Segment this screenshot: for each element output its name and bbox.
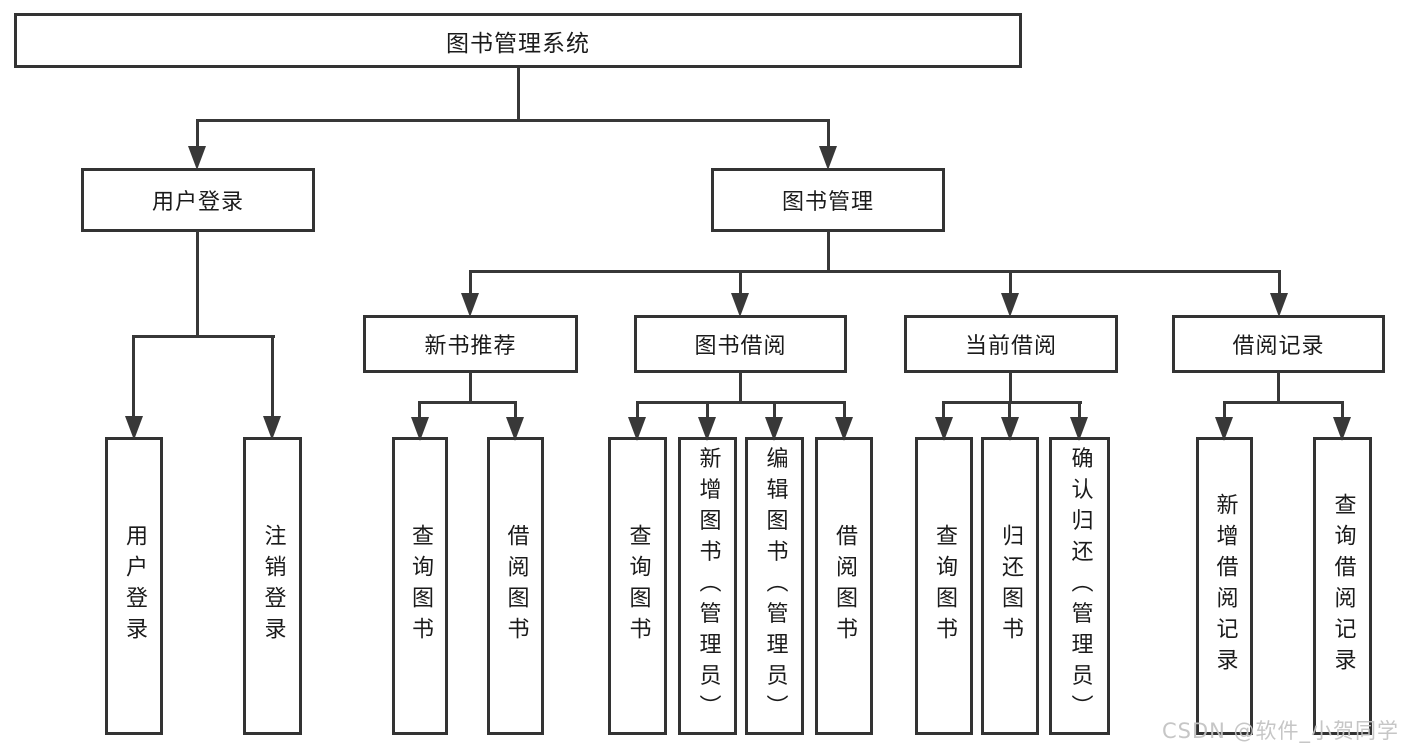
node-book-management: 图书管理 xyxy=(711,168,945,232)
connector-line xyxy=(827,119,830,148)
leaf-query-books-current: 查询图书 xyxy=(915,437,973,735)
leaf-user-login-label: 用户登录 xyxy=(122,524,147,648)
connector-arrowhead xyxy=(731,293,749,317)
leaf-edit-book-admin: 编辑图书（管理员） xyxy=(745,437,804,735)
connector-line xyxy=(132,335,275,338)
connector-line xyxy=(517,68,520,121)
connector-line xyxy=(271,335,274,417)
connector-arrowhead xyxy=(698,417,716,441)
connector-arrowhead xyxy=(188,146,206,170)
leaf-confirm-return-admin: 确认归还（管理员） xyxy=(1049,437,1110,735)
leaf-logout-label: 注销登录 xyxy=(260,524,286,648)
connector-line xyxy=(1278,270,1281,295)
connector-line xyxy=(942,401,945,418)
connector-line xyxy=(636,401,639,418)
node-book-borrow: 图书借阅 xyxy=(634,315,847,373)
connector-arrowhead xyxy=(411,417,429,441)
leaf-add-book-admin-label: 新增图书（管理员） xyxy=(695,446,721,726)
connector-arrowhead xyxy=(125,416,143,440)
leaf-user-login: 用户登录 xyxy=(105,437,163,735)
connector-arrowhead xyxy=(628,417,646,441)
connector-arrowhead xyxy=(1333,417,1351,441)
leaf-query-books-recommend-label: 查询图书 xyxy=(408,524,433,648)
node-library-management-system: 图书管理系统 xyxy=(14,13,1022,68)
leaf-borrow-books-recommend: 借阅图书 xyxy=(487,437,544,735)
connector-line xyxy=(469,270,472,295)
leaf-logout: 注销登录 xyxy=(243,437,302,735)
connector-arrowhead xyxy=(1001,417,1019,441)
leaf-add-borrow-record-label: 新增借阅记录 xyxy=(1212,493,1238,679)
leaf-borrow-books-label: 借阅图书 xyxy=(832,524,857,648)
leaf-return-book-label: 归还图书 xyxy=(998,524,1023,648)
connector-line xyxy=(739,372,742,404)
connector-arrowhead xyxy=(935,417,953,441)
connector-line xyxy=(827,231,830,273)
connector-line xyxy=(196,231,199,337)
connector-line xyxy=(739,270,742,295)
leaf-query-books-current-label: 查询图书 xyxy=(932,524,957,648)
leaf-query-books-borrow-label: 查询图书 xyxy=(625,524,651,648)
connector-line xyxy=(1223,401,1226,418)
leaf-query-borrow-record: 查询借阅记录 xyxy=(1313,437,1372,735)
connector-line xyxy=(773,401,776,418)
csdn-watermark: CSDN @软件_小贺同学 xyxy=(1162,719,1400,743)
connector-line xyxy=(1341,401,1344,418)
connector-arrowhead xyxy=(263,416,281,440)
leaf-borrow-books: 借阅图书 xyxy=(815,437,873,735)
leaf-query-books-recommend: 查询图书 xyxy=(392,437,448,735)
connector-line xyxy=(706,401,709,418)
node-current-borrow: 当前借阅 xyxy=(904,315,1118,373)
leaf-query-books-borrow: 查询图书 xyxy=(608,437,667,735)
connector-line xyxy=(132,335,135,417)
connector-line xyxy=(1078,401,1081,418)
connector-arrowhead xyxy=(461,293,479,317)
connector-line xyxy=(1277,372,1280,404)
connector-line xyxy=(1009,270,1012,295)
connector-line xyxy=(469,270,1281,273)
connector-line xyxy=(196,119,830,122)
connector-arrowhead xyxy=(1215,417,1233,441)
leaf-borrow-books-recommend-label: 借阅图书 xyxy=(503,524,529,648)
connector-arrowhead xyxy=(765,417,783,441)
connector-arrowhead xyxy=(835,417,853,441)
leaf-add-book-admin: 新增图书（管理员） xyxy=(678,437,737,735)
connector-arrowhead xyxy=(1070,417,1088,441)
leaf-return-book: 归还图书 xyxy=(981,437,1039,735)
connector-arrowhead xyxy=(506,417,524,441)
connector-arrowhead xyxy=(819,146,837,170)
connector-line xyxy=(1223,401,1344,404)
connector-line xyxy=(942,401,1082,404)
connector-line xyxy=(418,401,517,404)
node-new-book-recommend: 新书推荐 xyxy=(363,315,578,373)
leaf-query-borrow-record-label: 查询借阅记录 xyxy=(1330,493,1356,679)
connector-line xyxy=(1008,401,1011,418)
connector-line xyxy=(196,119,199,148)
connector-line xyxy=(514,401,517,418)
node-borrow-records: 借阅记录 xyxy=(1172,315,1385,373)
connector-arrowhead xyxy=(1270,293,1288,317)
leaf-confirm-return-admin-label: 确认归还（管理员） xyxy=(1067,446,1093,726)
connector-line xyxy=(636,401,846,404)
node-user-login: 用户登录 xyxy=(81,168,315,232)
connector-arrowhead xyxy=(1001,293,1019,317)
leaf-add-borrow-record: 新增借阅记录 xyxy=(1196,437,1253,735)
connector-line xyxy=(843,401,846,418)
leaf-edit-book-admin-label: 编辑图书（管理员） xyxy=(762,446,788,726)
connector-line xyxy=(1009,372,1012,404)
connector-line xyxy=(469,372,472,404)
connector-line xyxy=(418,401,421,418)
